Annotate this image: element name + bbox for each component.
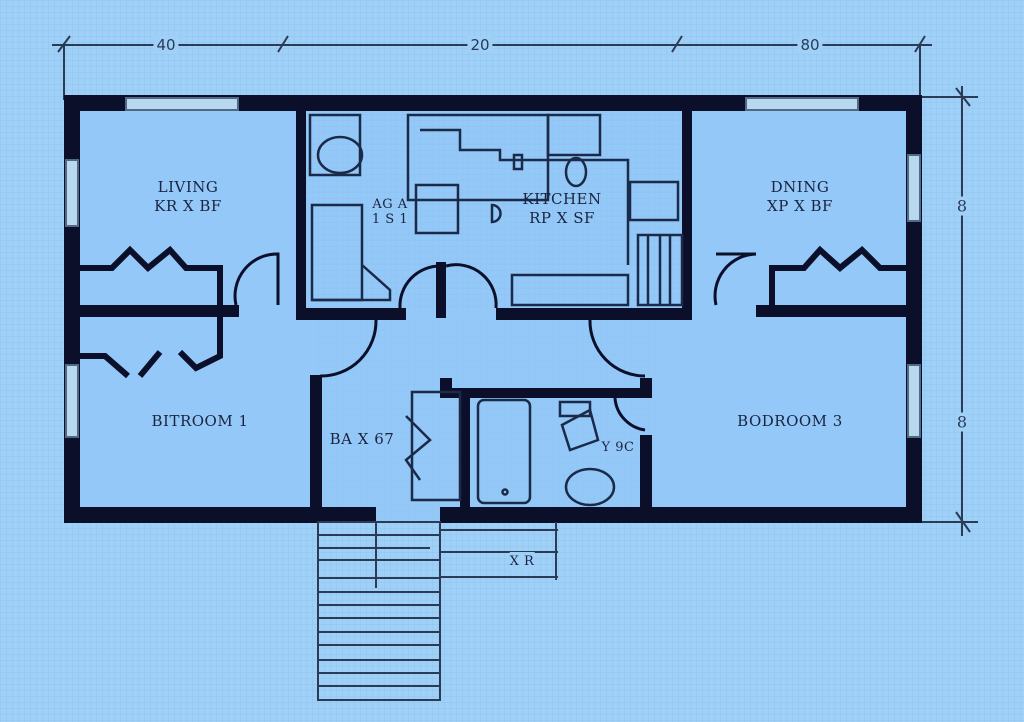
room-size: Y 9C (601, 440, 635, 455)
dimension-top-middle: 20 (467, 36, 493, 54)
right-dimension-line (920, 86, 978, 536)
room-name: KITCHEN (522, 190, 602, 208)
dimension-top-right: 80 (797, 36, 823, 54)
kitchen-side-note: AG A 1 S 1 (372, 197, 408, 227)
room-name: DNING (770, 178, 830, 196)
room-size: XP X BF (767, 197, 833, 215)
room-size: RP X SF (529, 209, 595, 227)
room-name: BITROOM 1 (151, 412, 249, 430)
room-name: BODROOM 3 (737, 412, 843, 430)
stairs (317, 521, 558, 701)
dimension-top-left: 40 (153, 36, 179, 54)
room-dining: DNING XP X BF (767, 178, 833, 216)
room-kitchen: KITCHEN RP X SF (522, 190, 601, 228)
stairs-label: X R (509, 552, 535, 571)
room-bath: Y 9C (602, 438, 635, 457)
room-bedroom-3: BODROOM 3 (737, 412, 843, 431)
door-swings (233, 252, 757, 432)
room-name: LIVING (157, 178, 219, 196)
kitchen-fixtures (308, 113, 684, 307)
interior-walls (64, 95, 922, 520)
windows (65, 97, 921, 438)
bathroom-fixtures (404, 390, 616, 507)
side-note-line: 1 S 1 (371, 212, 409, 227)
room-living: LIVING KR X BF (154, 178, 222, 216)
room-size: KR X BF (154, 197, 222, 215)
room-size: BA X 67 (329, 430, 395, 448)
dimension-right-upper: 8 (956, 196, 968, 216)
side-note-line: AG A (372, 197, 408, 212)
room-bedroom-1: BITROOM 1 (151, 412, 248, 431)
closets (80, 245, 922, 379)
room-hall: BA X 67 (330, 430, 395, 449)
dimension-right-lower: 8 (956, 412, 968, 432)
